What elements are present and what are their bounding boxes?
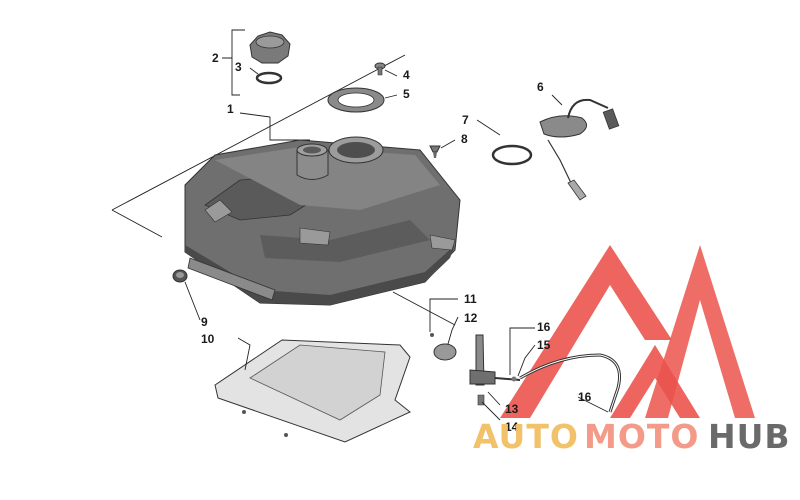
watermark-part-moto: MOTO (584, 417, 699, 456)
cap-gasket (255, 71, 283, 85)
callout-6: 6 (537, 80, 544, 94)
watermark-text: AUTO MOTO HUB (473, 417, 791, 456)
callout-16-lower: 16 (578, 390, 592, 404)
fuel-tank (184, 136, 461, 306)
callout-4: 4 (403, 68, 410, 82)
o-ring (491, 144, 533, 166)
callout-13: 13 (505, 402, 519, 416)
fuel-pump (539, 98, 620, 201)
screw (374, 62, 386, 76)
callout-3: 3 (235, 60, 242, 74)
callout-8: 8 (461, 132, 468, 146)
plug (172, 269, 188, 283)
callout-7: 7 (462, 113, 469, 127)
callout-5: 5 (403, 87, 410, 101)
leader-lines (184, 29, 609, 421)
watermark-part-hub: HUB (708, 417, 791, 456)
fuel-valve-assembly (430, 333, 621, 413)
callout-16-upper: 16 (537, 320, 551, 334)
callout-14: 14 (505, 420, 519, 434)
callout-9: 9 (201, 315, 208, 329)
callout-1: 1 (227, 102, 234, 116)
callout-2: 2 (212, 51, 219, 65)
tank-assembly-bracket (111, 54, 456, 326)
retaining-ring (327, 87, 385, 113)
fuel-cap (249, 31, 291, 64)
callout-15: 15 (537, 338, 551, 352)
callout-11: 11 (464, 292, 477, 306)
watermark-part-auto: AUTO (473, 417, 579, 456)
watermark-logo (500, 245, 755, 418)
callout-10: 10 (201, 332, 215, 346)
grommet (429, 145, 441, 158)
tank-tray (214, 339, 411, 443)
callout-12: 12 (464, 311, 478, 325)
callout-labels: 1 2 3 4 5 6 7 8 9 10 11 12 16 15 16 13 1… (201, 51, 592, 434)
